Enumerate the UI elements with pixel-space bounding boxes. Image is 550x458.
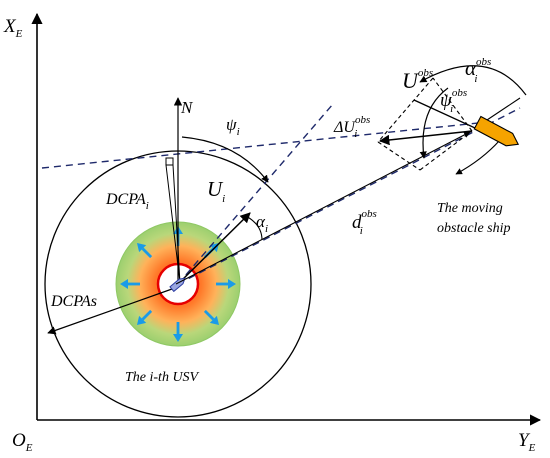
dcpa-tangent-line — [41, 121, 489, 169]
repulsion-arrow-icon — [203, 309, 220, 326]
parallelogram-side-1 — [432, 77, 473, 132]
dashed-lines — [41, 103, 521, 285]
obstacle-heading-line — [413, 99, 476, 129]
dcpas-label: DCPAs — [50, 293, 97, 310]
north-label: N — [180, 98, 194, 117]
los-line-to-obstacle — [177, 107, 521, 285]
parallelogram-side-2 — [377, 77, 434, 143]
y-axis-label: YE — [518, 430, 536, 453]
dcpa-label: DCPAi — [105, 191, 149, 212]
relative-velocity-line — [177, 103, 334, 285]
u-label: Ui — [207, 177, 225, 205]
alpha-obs-arc — [419, 65, 527, 96]
u-obs-label: Uobs — [402, 67, 433, 93]
obstacle-ship-icon — [473, 115, 520, 147]
alpha-label: αi — [256, 212, 268, 235]
psi-label: ψi — [226, 115, 240, 138]
coordinate-axes: XE YE OE — [3, 12, 542, 454]
x-axis-label: XE — [3, 16, 23, 40]
repulsion-arrow-icon — [136, 309, 153, 326]
delta-u-vector — [378, 130, 473, 146]
dcpas-radius — [47, 288, 173, 335]
obstacle-caption-line2: obstacle ship — [437, 221, 511, 236]
alpha-obs-lower-arc — [455, 139, 501, 175]
right-angle-marker — [165, 157, 174, 166]
repulsion-arrow-icon — [120, 279, 140, 289]
obstacle-caption-line1: The moving — [437, 201, 503, 216]
obstacle-vectors — [377, 65, 527, 175]
repulsion-arrow-icon — [216, 279, 236, 289]
repulsion-arrow-icon — [173, 322, 183, 342]
parallelogram-side-3 — [377, 141, 421, 171]
psi-arc — [181, 136, 269, 183]
origin-label: OE — [12, 430, 33, 453]
usv-caption: The i-th USV — [125, 370, 200, 385]
usv-velocity-vector — [177, 212, 251, 285]
repulsion-arrow-icon — [136, 242, 153, 259]
parallelogram-side-4 — [419, 130, 473, 171]
psi-obs-arc — [419, 87, 449, 159]
distance-vector — [175, 131, 471, 285]
alpha-arc — [245, 215, 263, 241]
